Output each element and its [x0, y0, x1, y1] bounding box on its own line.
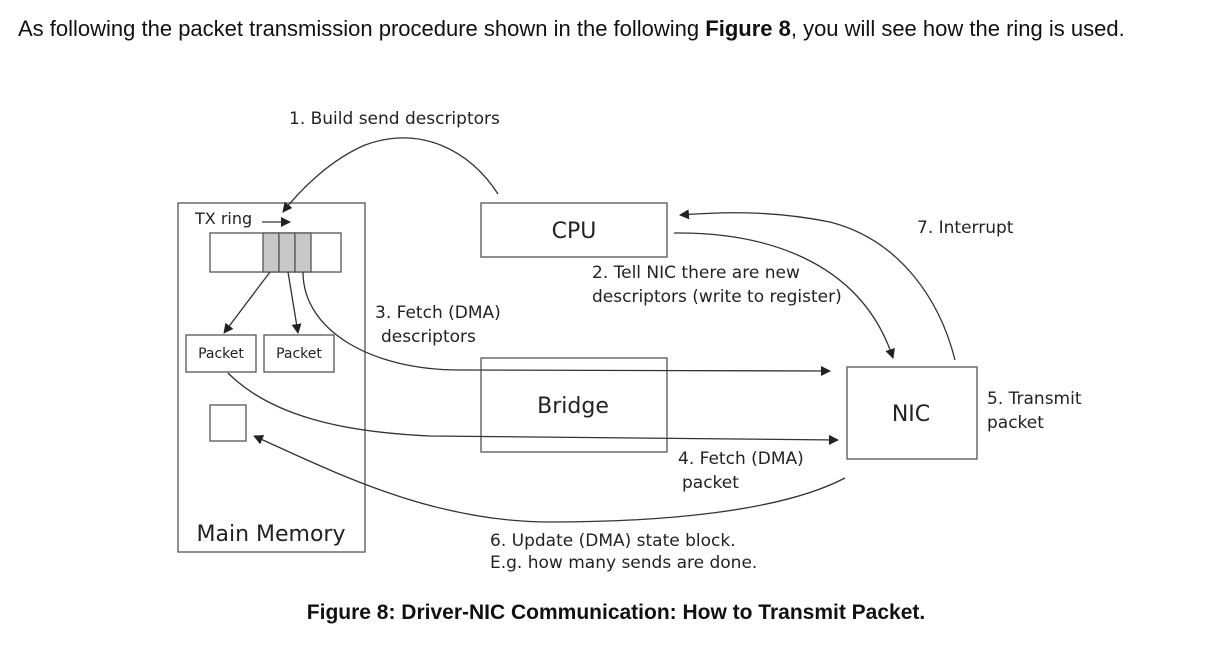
step5-label-line2: packet [987, 413, 1044, 433]
figure-caption: Figure 8: Driver-NIC Communication: How … [306, 601, 926, 624]
ring-to-packet-arrow [223, 271, 271, 334]
fetch-packet-arrow [227, 372, 839, 445]
packet-box [263, 334, 335, 373]
nic-box [846, 366, 978, 460]
packet-label: Packet [276, 346, 322, 362]
main-memory-label: Main Memory [197, 522, 346, 547]
step5-label-line1: 5. Transmit [987, 389, 1082, 409]
step1-label: 1. Build send descriptors [289, 109, 500, 129]
step3-label-line2: descriptors [381, 327, 476, 347]
intro-paragraph: As following the packet transmission pro… [18, 8, 1218, 50]
step2-label-line2: descriptors (write to register) [592, 287, 842, 307]
update-state-block-arrow [253, 435, 846, 523]
build-descriptors-arrow [282, 137, 499, 213]
bridge-label: Bridge [537, 394, 609, 419]
cpu-box [480, 202, 668, 258]
state-block-box [209, 404, 247, 442]
intro-text-after: , you will see how the ring is used. [790, 16, 1125, 41]
step7-label: 7. Interrupt [917, 218, 1014, 238]
cpu-label: CPU [552, 219, 597, 244]
step3-label-line1: 3. Fetch (DMA) [375, 303, 501, 323]
tx-ring-slot [278, 232, 296, 273]
step4-label-line1: 4. Fetch (DMA) [678, 449, 804, 469]
fetch-descriptors-arrow [302, 271, 831, 376]
interrupt-arrow [679, 209, 956, 361]
nic-label: NIC [892, 402, 930, 427]
packet-label: Packet [198, 346, 244, 362]
tell-nic-arrow [673, 232, 895, 359]
figure-reference: Figure 8 [705, 16, 791, 41]
ring-to-packet-arrow [287, 271, 302, 334]
step4-label-line2: packet [682, 473, 739, 493]
step6-label-line1: 6. Update (DMA) state block. [490, 531, 736, 551]
step2-label-line1: 2. Tell NIC there are new [592, 263, 800, 283]
tx-ring-slot [262, 232, 280, 273]
tx-ring-label: TX ring [194, 209, 252, 228]
step6-label-line2: E.g. how many sends are done. [490, 553, 757, 573]
intro-text-before: As following the packet transmission pro… [18, 16, 706, 41]
packet-box [185, 334, 257, 373]
tx-ring-slot [294, 232, 312, 273]
